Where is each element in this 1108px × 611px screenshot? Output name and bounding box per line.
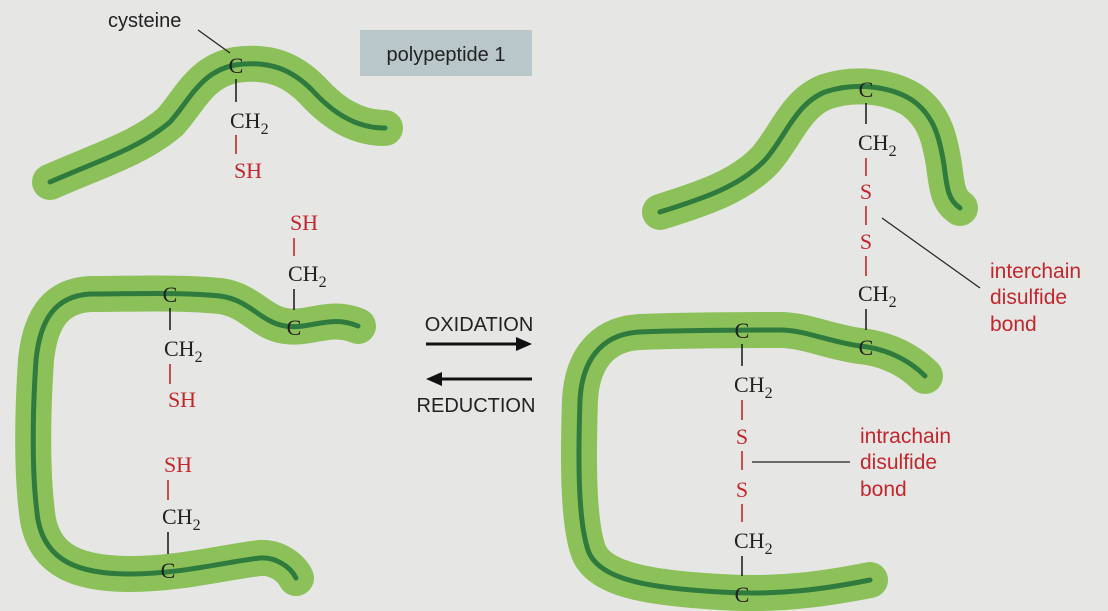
left-chain-1-core: [47, 61, 388, 185]
left-cysteine-4: SH CH2 C: [161, 452, 201, 583]
ch2-group: CH2: [734, 528, 773, 558]
left-cysteine-2: C CH2 SH: [163, 282, 203, 412]
ch2-group: CH2: [230, 108, 269, 138]
intrachain-label-1: intrachain: [860, 425, 951, 448]
carbon-atom: C: [859, 77, 874, 102]
right-polypeptide-1: [642, 68, 978, 230]
interchain-label-1: interchain: [990, 260, 1081, 283]
intrachain-callout: intrachain disulfide bond: [752, 425, 951, 501]
left-cysteine-3: SH CH2 C: [287, 210, 327, 340]
reaction-arrows: OXIDATION REDUCTION: [417, 314, 536, 417]
ch2-group: CH2: [734, 372, 773, 402]
intrachain-label-2: disulfide: [860, 451, 937, 474]
carbon-atom: C: [287, 315, 302, 340]
interchain-label-3: bond: [990, 313, 1037, 336]
interchain-callout: interchain disulfide bond: [881, 217, 1081, 336]
ch2-group: CH2: [288, 261, 327, 291]
right-polypeptide-2: [560, 312, 943, 611]
left-polypeptide-1: [32, 45, 403, 200]
carbon-atom: C: [735, 318, 750, 343]
interchain-leader-line: [881, 217, 981, 289]
polypeptide-label: polypeptide 1: [387, 44, 506, 66]
reduction-label: REDUCTION: [417, 395, 536, 417]
right-chain-1-core: [657, 83, 963, 215]
left-polypeptide-2: [15, 275, 376, 596]
right-intrachain-bridge: C CH2 S S CH2 C: [734, 318, 773, 607]
sulfhydryl-group: SH: [168, 387, 196, 412]
oxidation-label: OXIDATION: [425, 314, 534, 336]
sulfhydryl-group: SH: [290, 210, 318, 235]
left-chain-2-halo: [15, 275, 376, 596]
ch2-group: CH2: [164, 336, 203, 366]
ch2-group: CH2: [858, 281, 897, 311]
polypeptide-label-box: polypeptide 1: [360, 30, 532, 76]
left-chain-1-halo: [32, 45, 403, 200]
oxidation-arrowhead: [516, 337, 532, 351]
carbon-atom: C: [859, 335, 874, 360]
sulfur-atom: S: [860, 179, 872, 204]
left-chain-2-core: [30, 291, 361, 581]
polypeptide-label-bg: [360, 30, 532, 76]
reduction-arrowhead: [426, 372, 442, 386]
interchain-label-2: disulfide: [990, 286, 1067, 309]
sulfur-atom: S: [736, 424, 748, 449]
left-cysteine-1: C CH2 SH: [229, 53, 269, 183]
ch2-group: CH2: [858, 130, 897, 160]
cysteine-leader-line: [197, 29, 231, 54]
cysteine-label: cysteine: [108, 10, 181, 32]
sulfur-atom: S: [860, 229, 872, 254]
intrachain-label-3: bond: [860, 478, 907, 501]
right-chain-2-core: [576, 327, 928, 596]
ch2-group: CH2: [162, 504, 201, 534]
right-interchain-bridge: C CH2 S S CH2 C: [858, 77, 897, 360]
cysteine-callout: cysteine: [108, 10, 231, 54]
carbon-atom: C: [735, 582, 750, 607]
sulfur-atom: S: [736, 477, 748, 502]
carbon-atom: C: [163, 282, 178, 307]
carbon-atom: C: [229, 53, 244, 78]
sulfhydryl-group: SH: [234, 158, 262, 183]
sulfhydryl-group: SH: [164, 452, 192, 477]
carbon-atom: C: [161, 558, 176, 583]
